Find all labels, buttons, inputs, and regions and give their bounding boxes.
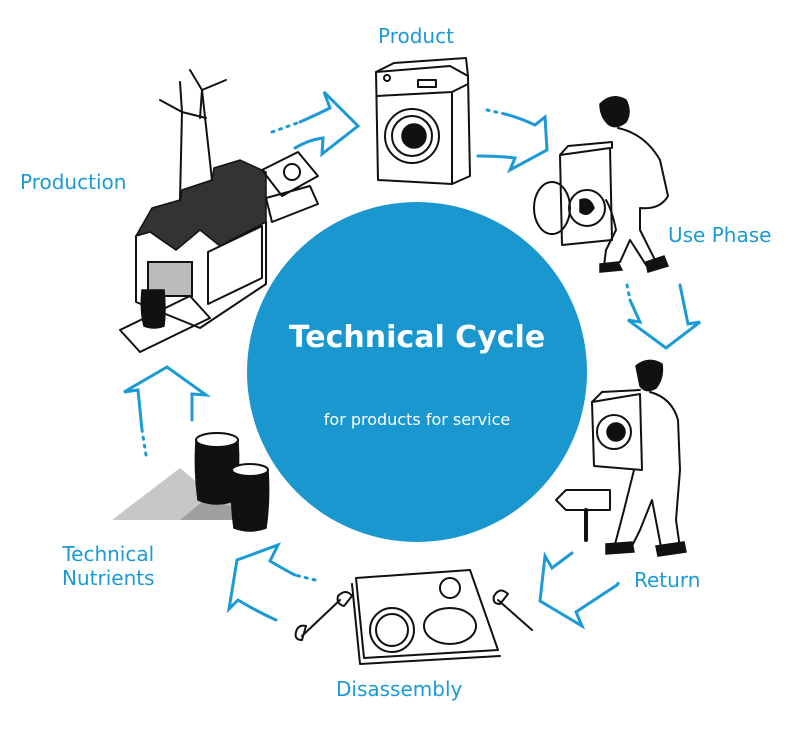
stage-label-technical-nutrients-line1: Technical bbox=[62, 542, 155, 566]
arrow-disassembly-to-nutrients bbox=[226, 542, 317, 622]
disassembly-illustration bbox=[294, 569, 533, 665]
return-illustration bbox=[555, 359, 687, 557]
arrow-use-phase-to-return bbox=[625, 283, 701, 350]
stage-label-return: Return bbox=[634, 568, 701, 592]
stage-label-use-phase: Use Phase bbox=[668, 223, 772, 247]
washing-machine-illustration bbox=[375, 57, 471, 185]
arrow-return-to-disassembly bbox=[538, 551, 622, 630]
technical-cycle-hub: Technical Cycle for products for service bbox=[247, 202, 587, 542]
technical-nutrients-illustration bbox=[112, 432, 270, 532]
arrow-production-to-product bbox=[270, 90, 361, 158]
stage-label-disassembly: Disassembly bbox=[336, 677, 463, 701]
arrow-nutrients-to-production bbox=[123, 365, 212, 457]
hub-subtitle: for products for service bbox=[323, 410, 511, 429]
hub-title: Technical Cycle bbox=[288, 320, 546, 355]
stage-label-product: Product bbox=[378, 24, 454, 48]
stage-label-production: Production bbox=[20, 170, 127, 194]
stage-label-technical-nutrients-line2: Nutrients bbox=[62, 566, 155, 590]
production-factory-illustration bbox=[119, 69, 319, 353]
stage-label-technical-nutrients: Technical Nutrients bbox=[62, 542, 155, 590]
arrow-product-to-use-phase bbox=[476, 108, 549, 174]
use-phase-illustration bbox=[533, 96, 670, 273]
